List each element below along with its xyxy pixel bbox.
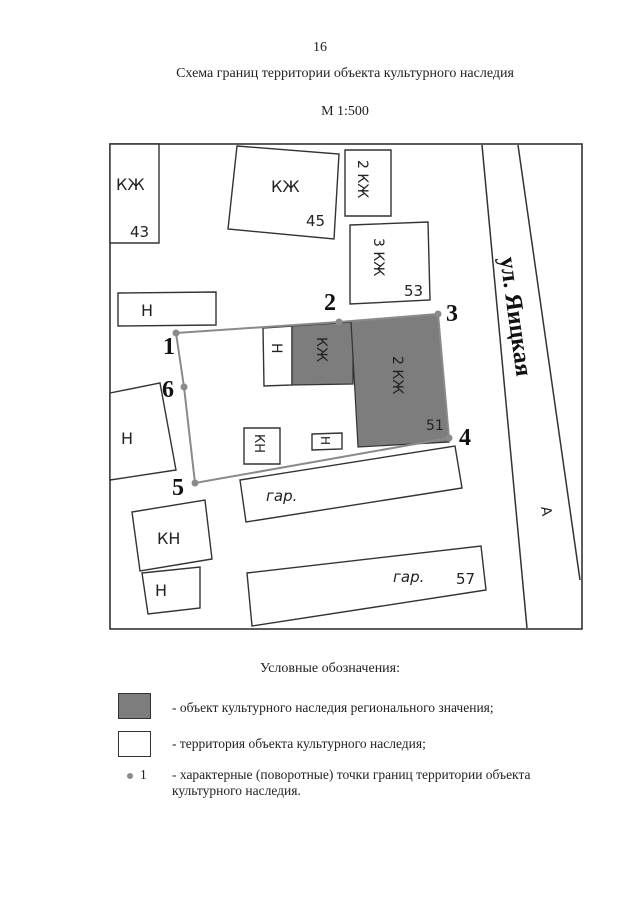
building-43-label: КЖ: [116, 175, 145, 194]
building-2kzh-label: 2 КЖ: [354, 160, 370, 198]
boundary-point-4-label: 4: [459, 425, 471, 451]
page-number: 16: [313, 40, 327, 55]
building-n-bottom-label: Н: [155, 581, 167, 600]
garage-1-label: гар.: [266, 487, 297, 505]
garage-57-label: гар.: [393, 568, 424, 586]
boundary-point-3-label: 3: [446, 301, 458, 327]
building-45-label: КЖ: [271, 177, 300, 196]
building-n-inside-label: Н: [268, 343, 284, 354]
map-frame: [109, 143, 583, 630]
map-scale: М 1:500: [321, 104, 369, 119]
boundary-point-1-label: 1: [163, 334, 175, 360]
legend-title: Условные обозначения:: [259, 661, 401, 676]
building-kn-inside: [243, 427, 281, 465]
garage-57: [246, 545, 487, 627]
building-2kzh: [344, 149, 392, 217]
boundary-point-2-label: 2: [324, 290, 336, 316]
building-n-left-label: Н: [121, 429, 133, 448]
boundary-point-4: [445, 434, 453, 442]
building-45-number: 45: [306, 212, 325, 230]
building-43-number: 43: [130, 223, 149, 241]
legend-heritage-text: - объект культурного наследия региональн…: [172, 700, 494, 715]
building-n-small: [311, 432, 343, 451]
garage-1: [239, 445, 463, 523]
legend-territory-swatch: [118, 731, 151, 757]
street-edge-right: [517, 144, 581, 581]
building-n-top-label: Н: [141, 301, 153, 320]
street-edge-left: [481, 144, 528, 629]
boundary-point-2: [335, 318, 343, 326]
boundary-point-6: [180, 383, 188, 391]
legend-point-dot: [127, 773, 133, 779]
legend-point-sample: 1: [140, 767, 147, 782]
boundary-point-6-label: 6: [162, 377, 174, 403]
heritage-building-kzh-label: КЖ: [313, 337, 329, 362]
heritage-building-number: 51: [426, 418, 444, 434]
building-53: [349, 221, 431, 305]
building-n-bottom: [141, 566, 201, 615]
street-name: ул. Яицкая: [494, 255, 536, 378]
page-title: Схема границ территории объекта культурн…: [176, 66, 514, 81]
boundary-point-3: [434, 310, 442, 318]
building-n-inside: [262, 325, 293, 387]
heritage-building-2kzh-label: 2 КЖ: [389, 356, 405, 394]
boundary-point-1: [172, 329, 180, 337]
legend-points-text-2: культурного наследия.: [172, 783, 301, 798]
building-kn-inside-label: КН: [251, 434, 266, 453]
garage-57-number: 57: [456, 570, 475, 588]
building-n-top: [117, 291, 217, 327]
street-marker: А: [537, 505, 554, 517]
building-n-small-label: Н: [318, 436, 332, 445]
building-53-number: 53: [404, 282, 423, 300]
building-kn-bottom: [131, 499, 213, 572]
building-53-label: 3 КЖ: [370, 238, 386, 276]
building-43: [109, 143, 160, 244]
building-n-left: [109, 382, 177, 481]
legend-points-text-1: - характерные (поворотные) точки границ …: [172, 767, 531, 782]
legend-territory-text: - территория объекта культурного наследи…: [172, 736, 426, 751]
legend-heritage-swatch: [118, 693, 151, 719]
building-kn-bottom-label: КН: [157, 529, 180, 548]
boundary-point-5: [191, 479, 199, 487]
building-45: [227, 145, 340, 240]
boundary-point-5-label: 5: [172, 475, 184, 501]
